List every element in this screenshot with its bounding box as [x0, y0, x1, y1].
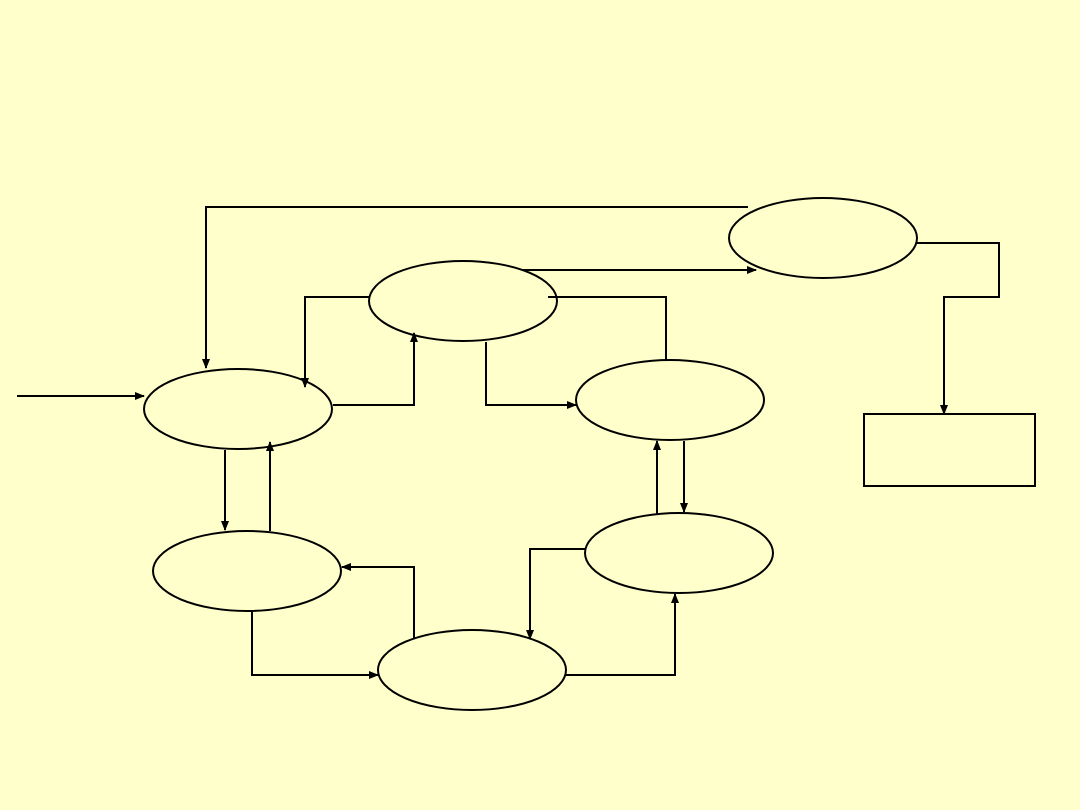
node-f: [377, 629, 567, 711]
node-e: [152, 530, 342, 612]
node-d: [728, 197, 918, 279]
edge-d-to-a: [202, 206, 748, 369]
node-output: [863, 413, 1036, 487]
edge-d-to-output: [917, 242, 1000, 415]
node-g: [584, 512, 774, 594]
node-a: [143, 368, 333, 450]
edge-f-to-g: [566, 593, 679, 676]
node-c: [575, 359, 765, 441]
node-b: [368, 260, 558, 342]
edge-b-c-link: [548, 296, 667, 360]
edge-e-to-f: [251, 612, 379, 679]
edge-b-to-c: [485, 342, 577, 409]
edge-b-to-a: [301, 296, 369, 388]
edge-f-to-e: [341, 563, 415, 638]
edge-g-to-f: [526, 548, 585, 640]
edge-a-to-b: [333, 332, 418, 406]
